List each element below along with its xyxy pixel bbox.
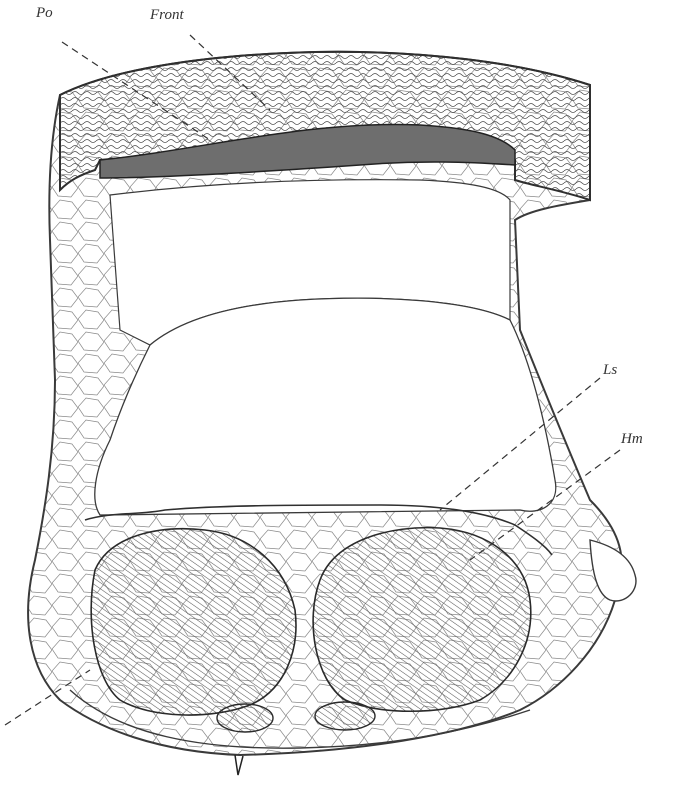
right-hatched-mass [313,528,531,712]
ventral-spike [235,755,243,775]
label-front: Front [150,8,184,23]
label-hm: Hm [621,432,643,447]
label-po: Po [36,6,53,21]
left-lower-lobe [217,704,273,732]
left-hatched-mass [91,529,296,715]
right-lower-lobe [315,702,375,730]
label-ls: Ls [603,363,617,378]
